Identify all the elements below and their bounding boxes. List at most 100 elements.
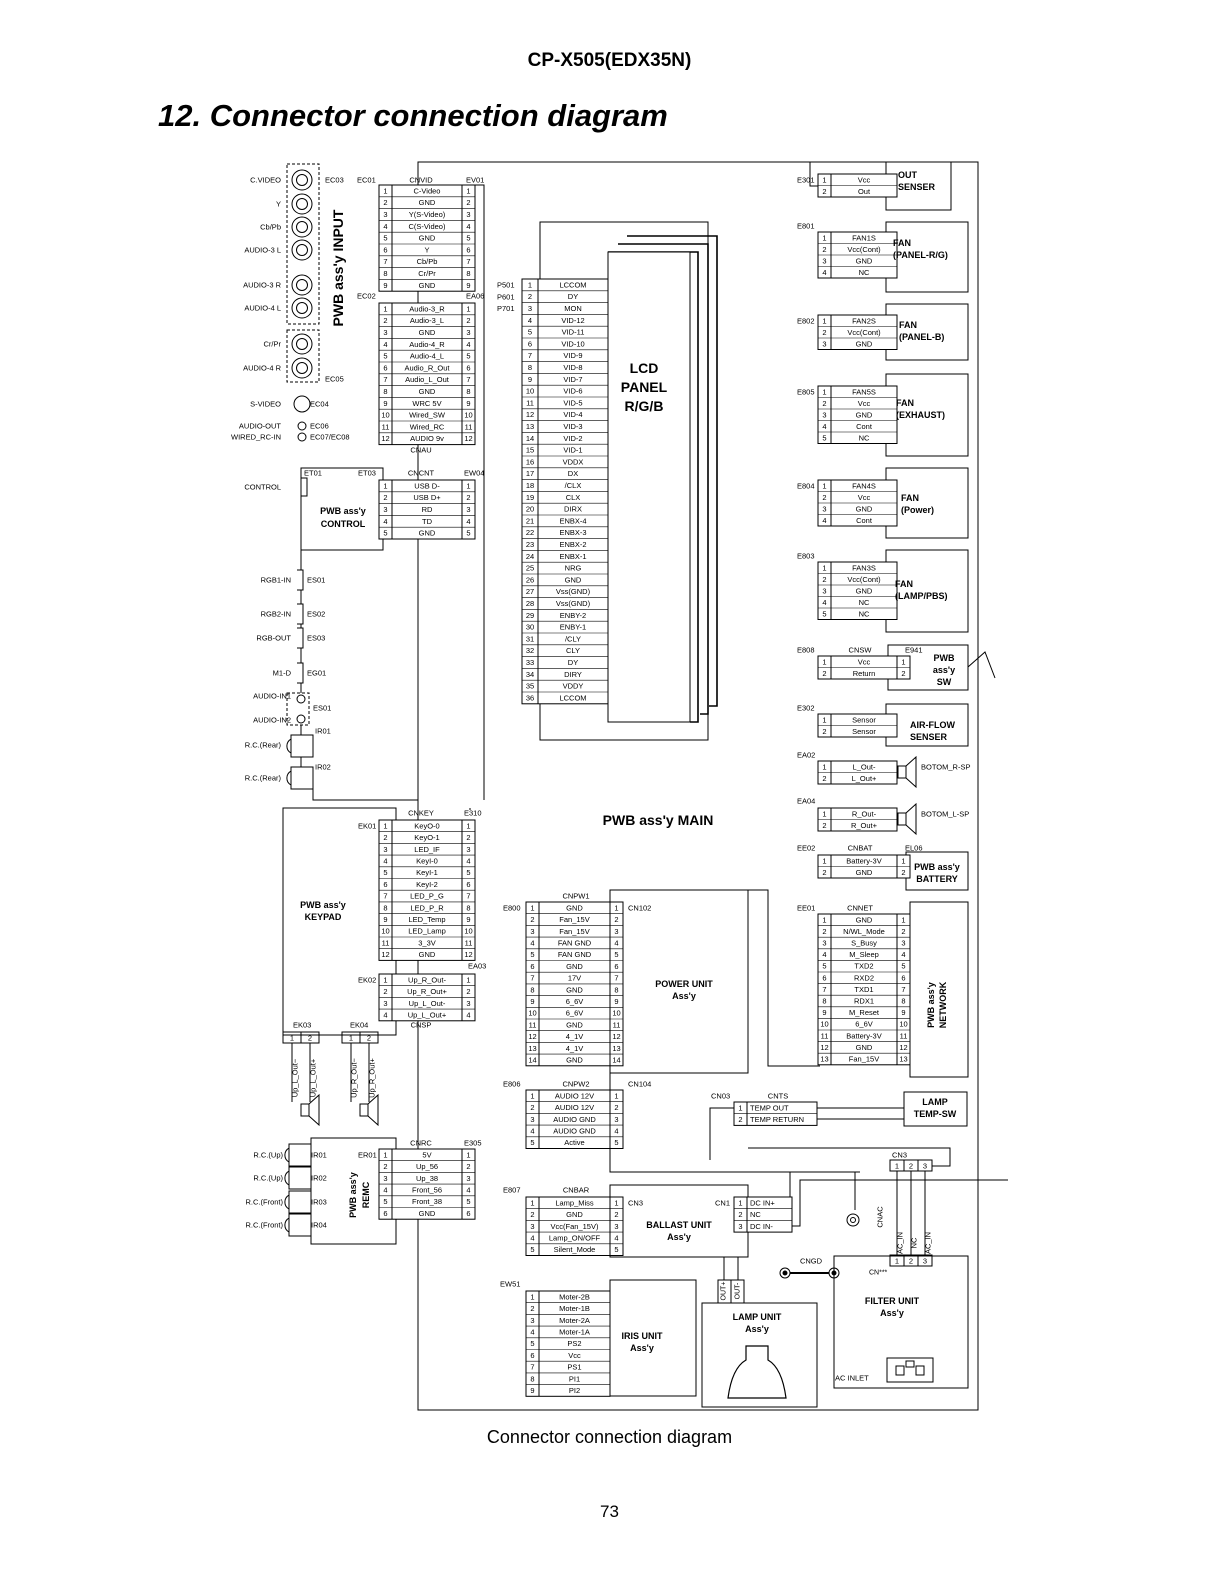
pin-label: VDDX <box>563 457 584 466</box>
ref-label: IR04 <box>311 1221 327 1230</box>
pin-label: Y <box>424 245 429 254</box>
pin-number: 3 <box>901 939 905 948</box>
connector-name: CNNET <box>847 904 873 913</box>
jack-icon <box>296 244 308 256</box>
pin-number: 36 <box>526 693 534 702</box>
main-board-outline <box>417 161 979 1411</box>
pin-label: GND <box>856 868 873 877</box>
pin-number: 1 <box>822 387 826 396</box>
unit-title: SENSER <box>898 182 936 192</box>
pin-number: 3 <box>466 210 470 219</box>
wire-label: NC <box>910 1237 919 1248</box>
ref-label: IR01 <box>311 1151 327 1160</box>
pin-number: 8 <box>530 1374 534 1383</box>
pin-label: 17V <box>568 974 581 983</box>
sw-board-title: PWB <box>934 653 955 663</box>
pin-label: FAN3S <box>852 563 876 572</box>
pin-number: 30 <box>526 623 534 632</box>
ref-label: E310 <box>464 809 482 818</box>
pin-label: 5V <box>422 1150 431 1159</box>
pin-number: 2 <box>466 198 470 207</box>
pin-label: 3_3V <box>418 938 436 947</box>
pin-number: 16 <box>526 457 534 466</box>
pin-label: Audio_R_Out <box>404 363 450 372</box>
pin-label: TEMP RETURN <box>750 1115 804 1124</box>
connector-name: CNBAR <box>563 1186 590 1195</box>
pin-label: Cont <box>856 516 873 525</box>
pin-label: NC <box>859 609 870 618</box>
jack-icon <box>296 338 308 350</box>
ref-label: E806 <box>503 1080 521 1089</box>
pin-number: 4 <box>822 950 826 959</box>
pin-number: 2 <box>466 1162 470 1171</box>
ac-inlet-icon <box>886 1357 934 1383</box>
jack-label: AUDIO-3 R <box>243 281 282 290</box>
pin-label: 4_1V <box>566 1032 584 1041</box>
pin-label: Active <box>564 1138 584 1147</box>
pin-label: GND <box>419 387 436 396</box>
wire-label: Up_R_Out+ <box>368 1057 377 1097</box>
pin-number: 3 <box>383 1174 387 1183</box>
pin-number: 31 <box>526 634 534 643</box>
pin-number: 4 <box>383 222 387 231</box>
pin-number: 1 <box>822 715 826 724</box>
ref-label: E802 <box>797 317 815 326</box>
lamp-tempsw-title: LAMP <box>922 1097 948 1107</box>
pin-number: 8 <box>528 363 532 372</box>
ref-label: EA04 <box>797 797 815 806</box>
pin-label: Audio-4_L <box>410 352 444 361</box>
pin-number: 3 <box>383 845 387 854</box>
pin-number: 4 <box>383 856 387 865</box>
ref-label: EE02 <box>797 844 815 853</box>
pin-number: 3 <box>822 410 826 419</box>
pin-number: 5 <box>901 962 905 971</box>
pin-number: 12 <box>381 950 389 959</box>
pin-number: 1 <box>614 903 618 912</box>
pin-label: NRG <box>565 564 582 573</box>
pin-number: 2 <box>530 915 534 924</box>
pin-number: 8 <box>530 985 534 994</box>
filter-unit-outline <box>833 1255 969 1389</box>
pin-number: 5 <box>530 950 534 959</box>
pin-number: 4 <box>383 340 387 349</box>
ref-label: EC07/EC08 <box>310 433 350 442</box>
lcd-panel-layer <box>618 243 709 715</box>
pin-number: 14 <box>612 1055 620 1064</box>
jack-label: RGB2-IN <box>261 610 291 619</box>
ac-inlet-icon <box>905 1360 915 1368</box>
pin-label: GND <box>566 1020 583 1029</box>
pin-number: 3 <box>738 1222 742 1231</box>
pin-number: 13 <box>899 1055 907 1064</box>
pin-number: 12 <box>528 1032 536 1041</box>
connector-name: CNKEY <box>408 809 434 818</box>
pin-label: ENBY-2 <box>560 611 586 620</box>
ref-label: ET03 <box>358 469 376 478</box>
pin-label: FAN4S <box>852 481 876 490</box>
ref-label: EC04 <box>310 400 329 409</box>
pin-number: 8 <box>901 997 905 1006</box>
pin-number: 12 <box>820 1043 828 1052</box>
pin-label: /CLY <box>565 634 581 643</box>
jack-label: C.VIDEO <box>250 176 281 185</box>
pin-label: ENBX-4 <box>559 516 586 525</box>
pin-label: GND <box>856 504 873 513</box>
pin-number: 3 <box>530 1316 534 1325</box>
jack-icon <box>296 362 308 374</box>
pin-number: 2 <box>466 316 470 325</box>
pin-number: 7 <box>901 985 905 994</box>
ref-label: EV01 <box>466 176 484 185</box>
pin-number: 5 <box>822 609 826 618</box>
pin-number: 1 <box>466 186 470 195</box>
pin-number: 25 <box>526 564 534 573</box>
jack-icon <box>291 274 313 296</box>
pin-label: 4_1V <box>566 1044 584 1053</box>
pin-label: Moter-1B <box>559 1304 590 1313</box>
pin-label: LCCOM <box>559 280 586 289</box>
